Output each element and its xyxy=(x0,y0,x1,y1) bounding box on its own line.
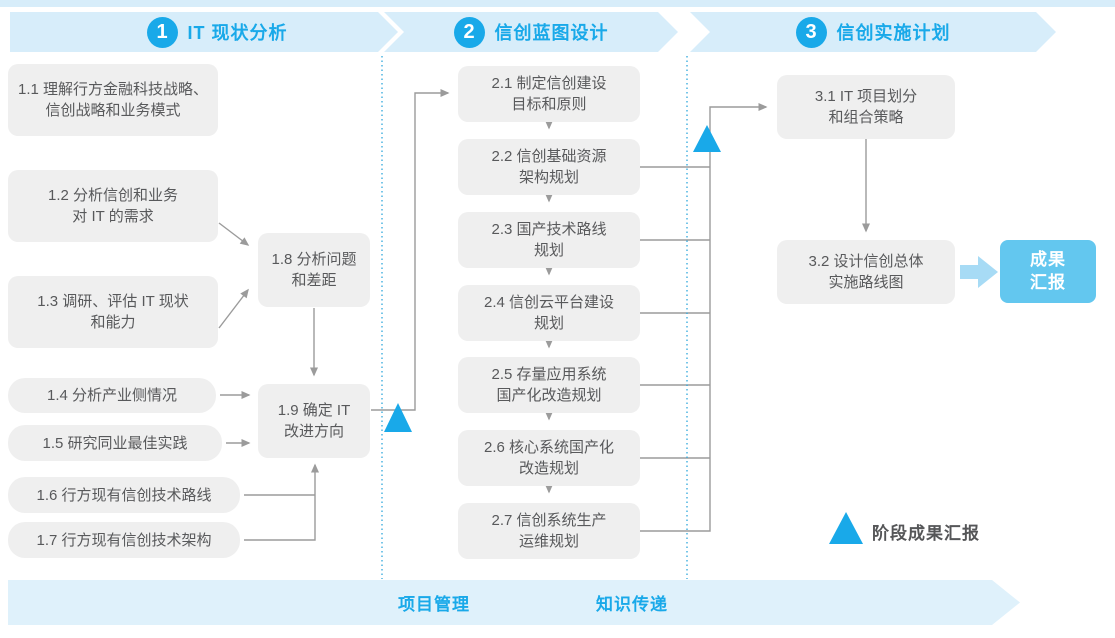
phase3-banner: 3 信创实施计划 xyxy=(690,12,1056,52)
box-3-1: 3.1 IT 项目划分 和组合策略 xyxy=(777,75,955,139)
project-management-label: 项目管理 xyxy=(398,595,470,614)
arrow-1-2-to-1-8 xyxy=(218,222,250,246)
milestone-triangle-phase2 xyxy=(693,125,721,152)
phase3-number-badge: 3 xyxy=(796,17,827,48)
phase3-title: 信创实施计划 xyxy=(836,23,951,43)
box-1-1: 1.1 理解行方金融科技战略、 信创战略和业务模式 xyxy=(8,64,218,136)
box-2-6: 2.6 核心系统国产化 改造规划 xyxy=(458,430,640,486)
box-1-9: 1.9 确定 IT 改进方向 xyxy=(258,384,370,458)
legend-label: 阶段成果汇报 xyxy=(872,524,980,543)
report-result-box: 成果 汇报 xyxy=(1000,240,1096,303)
box-2-4: 2.4 信创云平台建设 规划 xyxy=(458,285,640,341)
legend-triangle-icon xyxy=(829,512,863,544)
box-1-6: 1.6 行方现有信创技术路线 xyxy=(8,477,240,513)
box-2-5: 2.5 存量应用系统 国产化改造规划 xyxy=(458,357,640,413)
bottom-banner: 项目管理 知识传递 xyxy=(8,580,1020,625)
phase2-number-badge: 2 xyxy=(454,17,485,48)
arrow-1-3-to-1-8 xyxy=(218,288,249,329)
knowledge-transfer-label: 知识传递 xyxy=(596,595,668,614)
phase2-title: 信创蓝图设计 xyxy=(494,23,609,43)
arrow-1-9-to-2-1 xyxy=(371,89,450,411)
box-1-3: 1.3 调研、评估 IT 现状 和能力 xyxy=(8,276,218,348)
box-1-8: 1.8 分析问题 和差距 xyxy=(258,233,370,307)
box-3-2: 3.2 设计信创总体 实施路线图 xyxy=(777,240,955,304)
box-2-1: 2.1 制定信创建设 目标和原则 xyxy=(458,66,640,122)
box-2-2: 2.2 信创基础资源 架构规划 xyxy=(458,139,640,195)
phase2-banner: 2 信创蓝图设计 xyxy=(384,12,678,52)
box-1-2: 1.2 分析信创和业务 对 IT 的需求 xyxy=(8,170,218,242)
thick-arrow-3-2-to-report xyxy=(960,256,998,288)
phase1-banner: 1 IT 现状分析 xyxy=(10,12,398,52)
arrow-2-7-collector-to-3-1 xyxy=(640,103,768,532)
box-1-5: 1.5 研究同业最佳实践 xyxy=(8,425,222,461)
box-2-7: 2.7 信创系统生产 运维规划 xyxy=(458,503,640,559)
phase1-number-badge: 1 xyxy=(147,17,178,48)
box-2-3: 2.3 国产技术路线 规划 xyxy=(458,212,640,268)
top-strip xyxy=(0,0,1115,7)
arrow-1-7-to-1-9 xyxy=(244,463,319,541)
milestone-triangle-phase1 xyxy=(384,403,412,432)
box-1-4: 1.4 分析产业侧情况 xyxy=(8,378,216,413)
box-1-7: 1.7 行方现有信创技术架构 xyxy=(8,522,240,558)
phase1-title: IT 现状分析 xyxy=(187,23,288,43)
